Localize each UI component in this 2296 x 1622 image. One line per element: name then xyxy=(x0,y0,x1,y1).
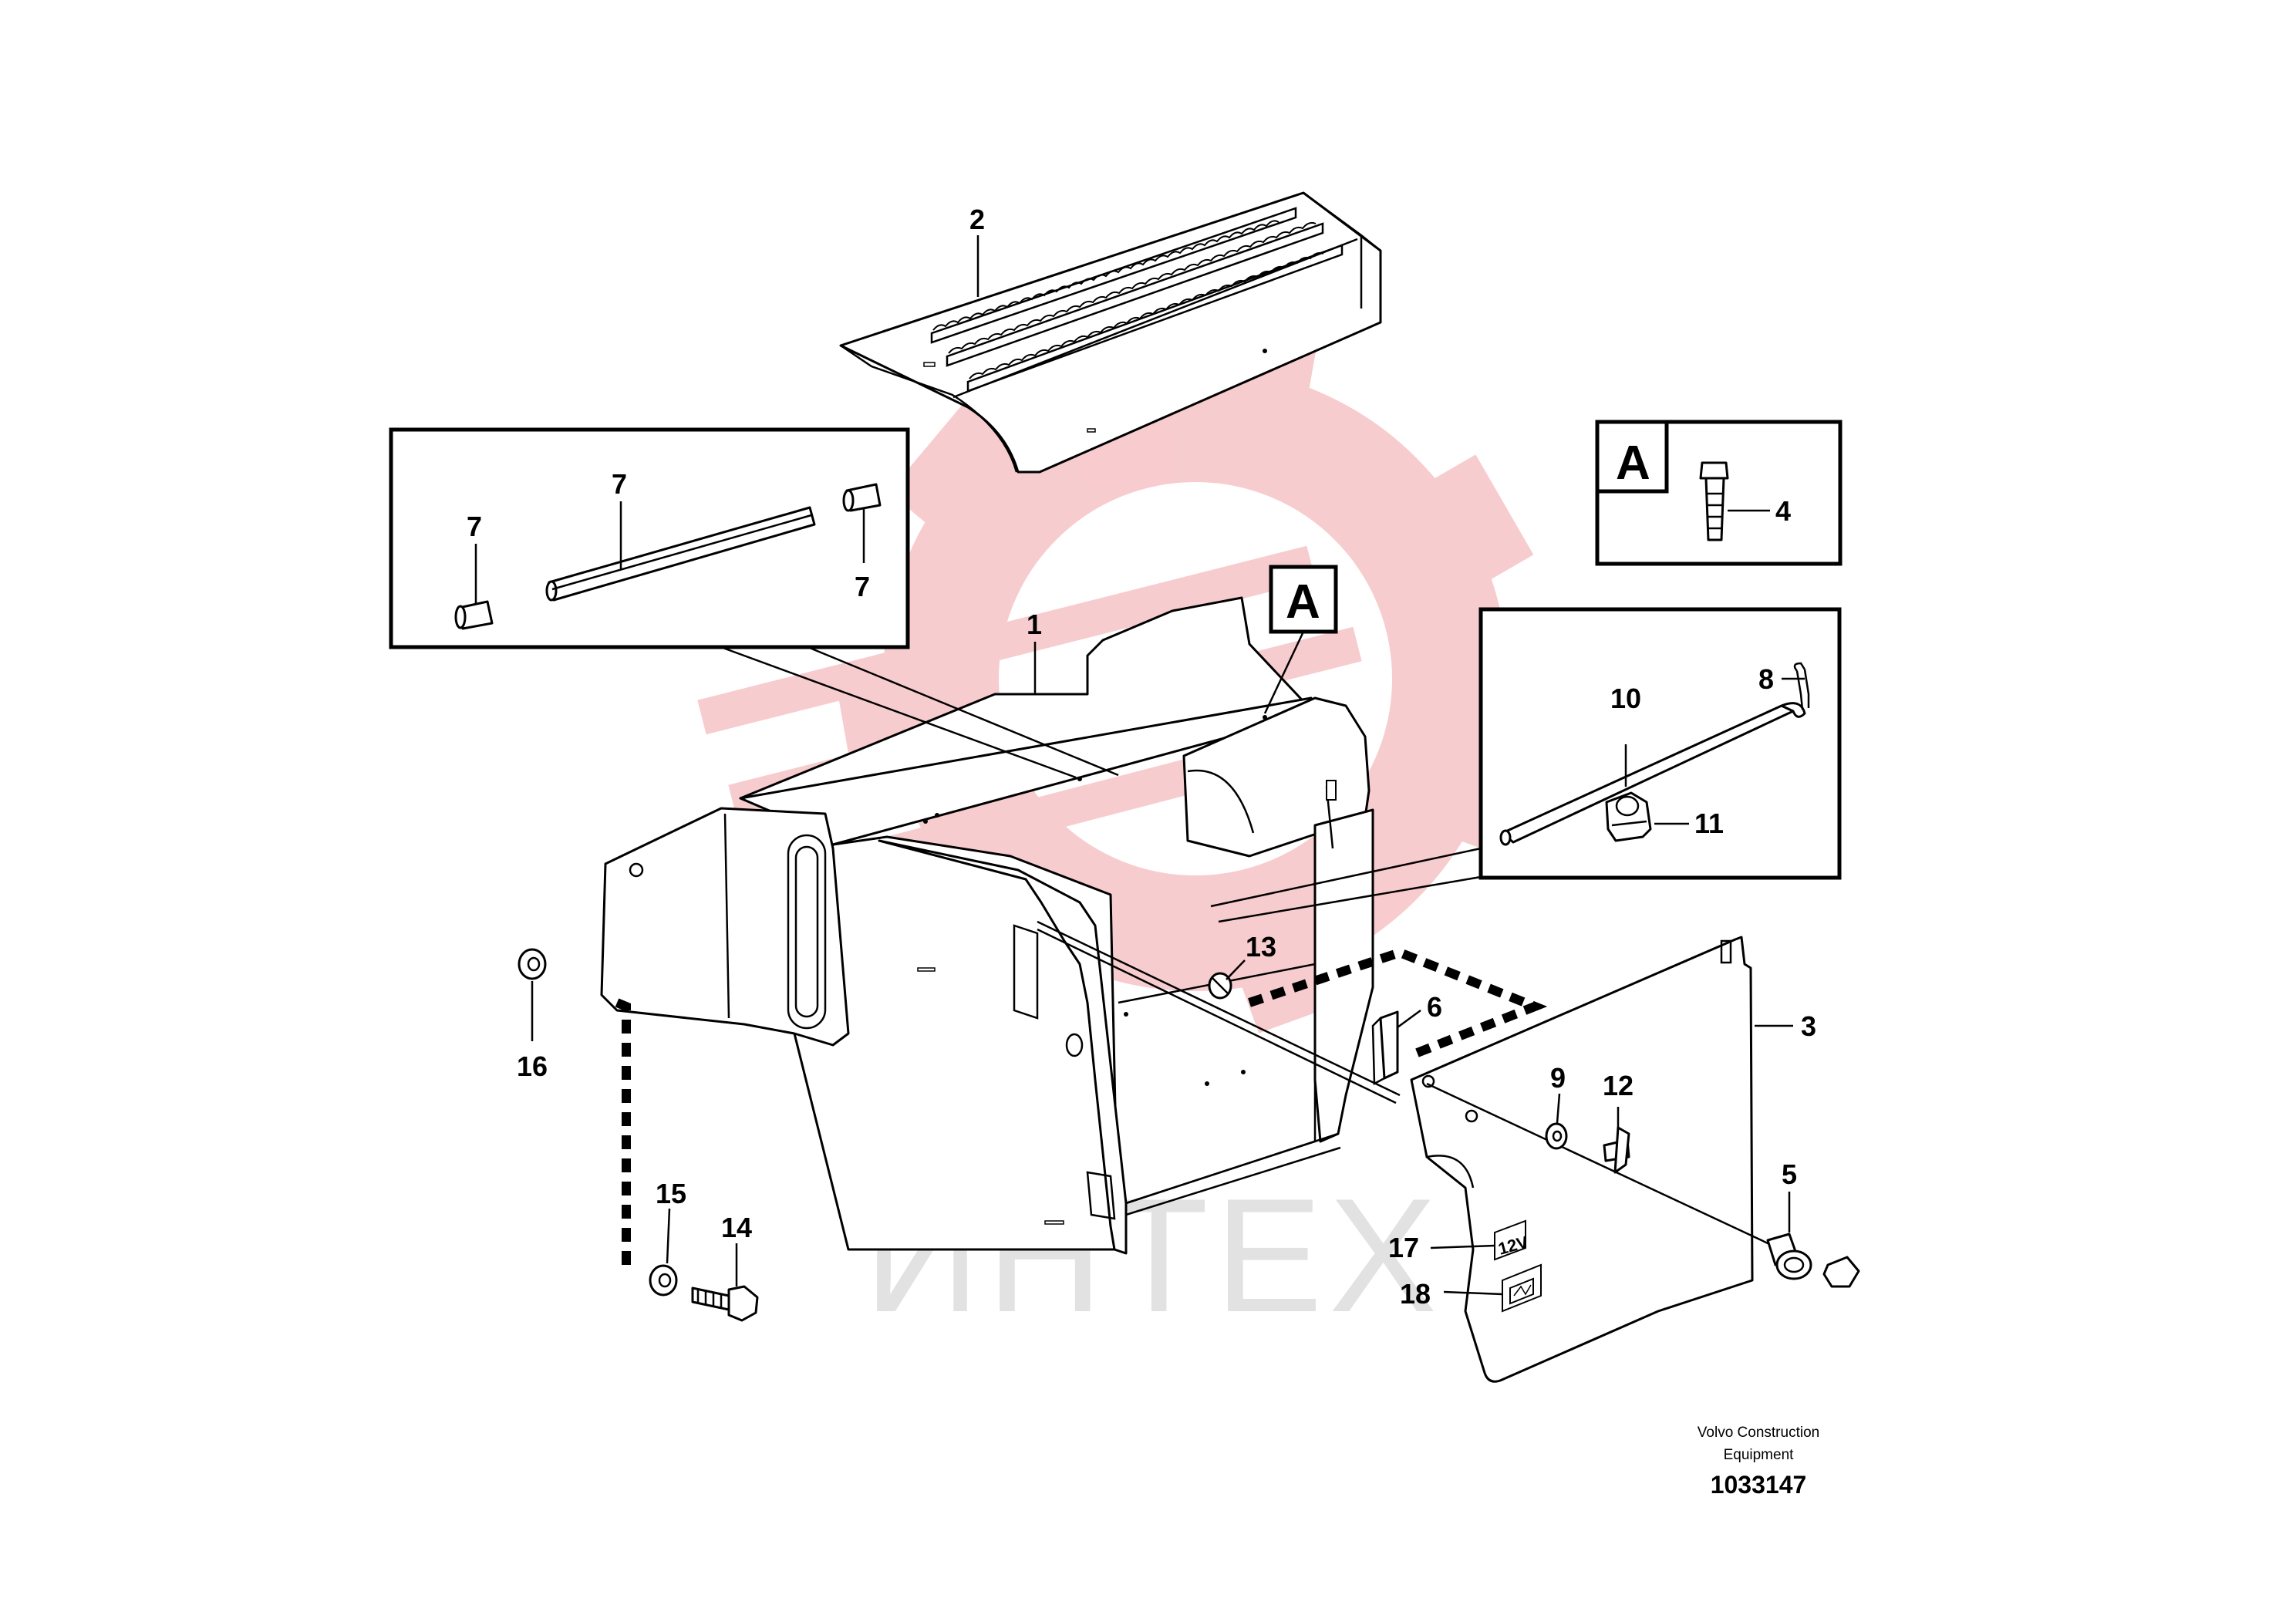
footer-company-line-1: Volvo Construction xyxy=(1698,1425,1819,1441)
callout-12: 12 xyxy=(1603,1070,1633,1101)
seal-short-right xyxy=(842,483,882,512)
part-2-top-cover xyxy=(839,191,1382,474)
reference-tag-A: A xyxy=(1263,565,1338,714)
footer: Volvo Construction Equipment 1033147 xyxy=(1698,1425,1819,1499)
clip-part-11 xyxy=(1605,791,1652,842)
callout-3: 3 xyxy=(1801,1010,1816,1042)
part-15-washer xyxy=(649,1264,678,1297)
left-side-bracket xyxy=(600,807,850,1047)
leader-lines xyxy=(531,235,1793,1296)
callout-1: 1 xyxy=(1027,609,1042,640)
callout-13: 13 xyxy=(1246,931,1276,963)
callout-17: 17 xyxy=(1388,1232,1419,1263)
assembly-path-left xyxy=(615,998,631,1265)
callout-2: 2 xyxy=(969,204,985,235)
part-5-lock xyxy=(1766,1233,1860,1288)
part-12-wing-nut xyxy=(1603,1126,1630,1174)
assembly-path-center xyxy=(1248,947,1548,1060)
part-1-battery-box xyxy=(739,596,1374,1255)
detail-box-A: A xyxy=(1595,420,1843,566)
decal-battery-icon xyxy=(1502,1263,1542,1313)
seal-short-left xyxy=(454,600,494,630)
part-3-side-door xyxy=(1410,936,1754,1383)
callout-7-top: 7 xyxy=(612,468,627,500)
callout-7-right: 7 xyxy=(855,571,870,602)
seal-long xyxy=(545,506,816,602)
detail-box-A-label: A xyxy=(1616,437,1650,490)
footer-drawing-number: 1033147 xyxy=(1711,1471,1807,1499)
callout-18: 18 xyxy=(1400,1278,1431,1310)
reference-tag-A-label: A xyxy=(1286,575,1320,629)
detail-box-rod xyxy=(1210,607,1842,923)
bolt-icon xyxy=(1699,461,1729,541)
callout-16: 16 xyxy=(517,1050,548,1082)
part-6-clamp xyxy=(1371,1010,1399,1086)
footer-company-line-2: Equipment xyxy=(1724,1447,1795,1463)
callout-5: 5 xyxy=(1782,1158,1797,1190)
callout-14: 14 xyxy=(721,1212,752,1243)
part-14-bolt xyxy=(691,1285,759,1322)
callout-4: 4 xyxy=(1775,495,1791,527)
part-9-washer xyxy=(1545,1122,1568,1150)
callout-8: 8 xyxy=(1758,663,1774,695)
callout-11: 11 xyxy=(1694,808,1724,839)
rod-part-10 xyxy=(1499,702,1806,846)
callout-labels: 2 1 7 7 7 4 10 8 11 13 6 3 16 15 14 9 12… xyxy=(467,204,1816,1310)
callout-10: 10 xyxy=(1610,683,1641,714)
callout-7-left: 7 xyxy=(467,511,482,542)
detail-box-seals xyxy=(389,427,1119,779)
part-16-washer xyxy=(518,948,547,980)
callout-9: 9 xyxy=(1550,1062,1566,1094)
tie-rod xyxy=(1037,920,1790,1255)
callout-6: 6 xyxy=(1427,991,1442,1023)
callout-15: 15 xyxy=(656,1178,686,1209)
part-13-clip xyxy=(1208,972,1232,1000)
